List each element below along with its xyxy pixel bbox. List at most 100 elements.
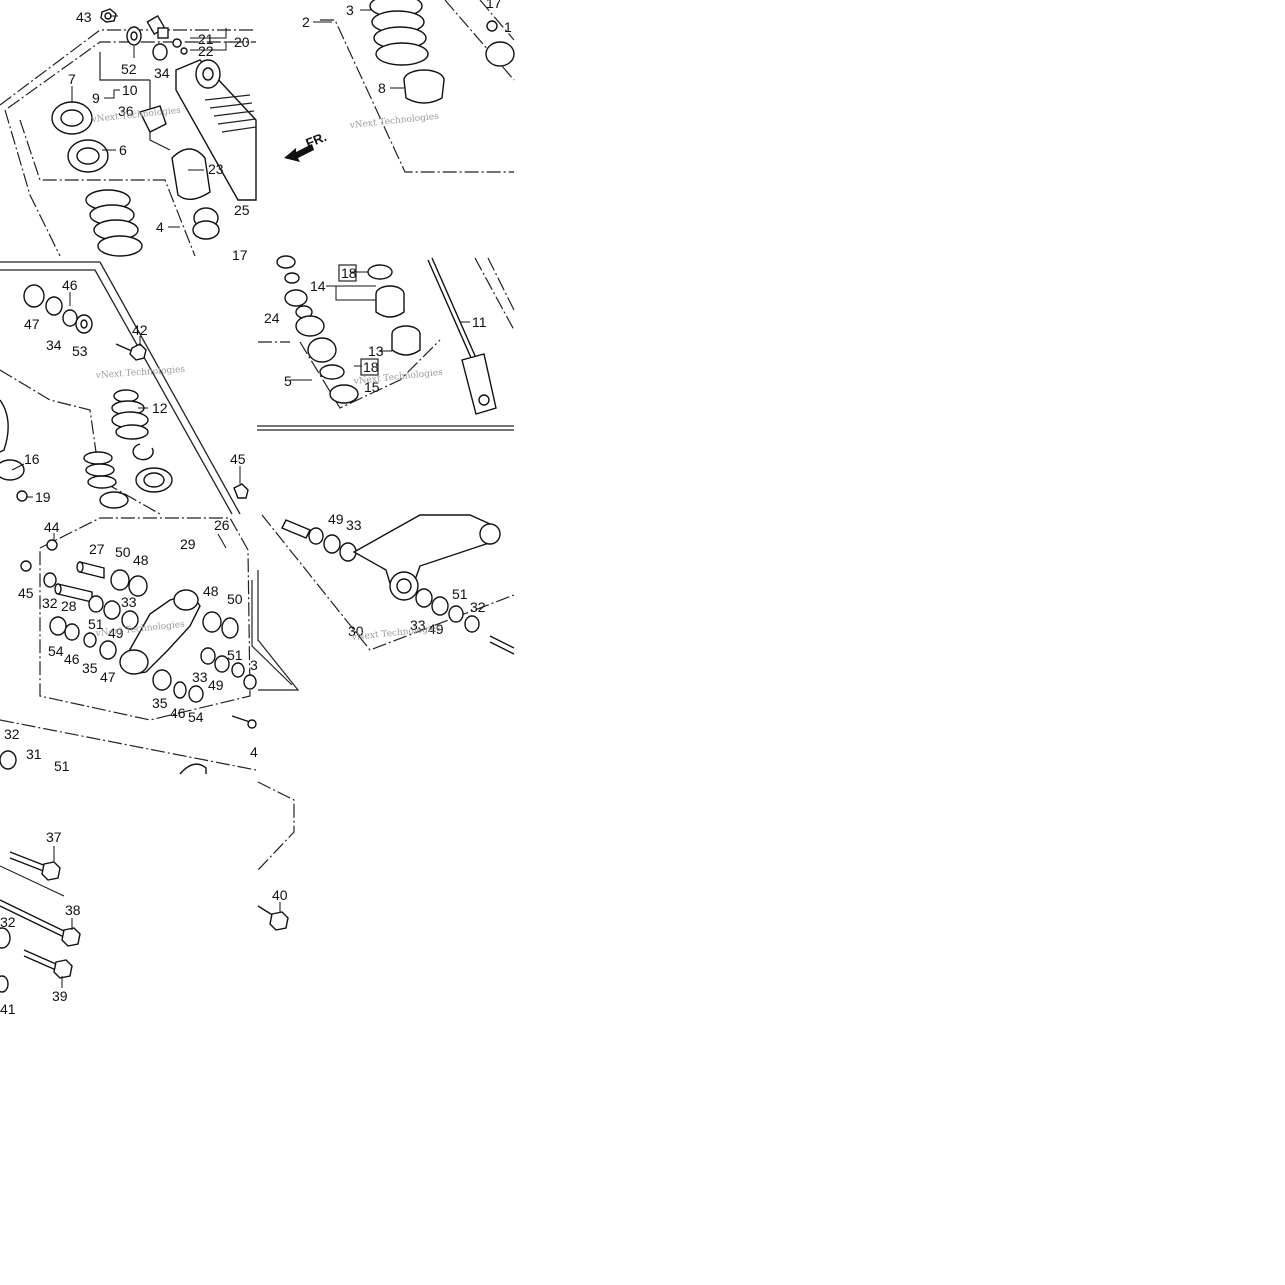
callout-32: 32 (4, 726, 20, 742)
callout-6: 6 (119, 142, 127, 158)
bushing-13 (391, 325, 421, 356)
lock-nut-6 (67, 139, 109, 173)
ring-5 (319, 364, 345, 380)
callout-46: 46 (170, 705, 186, 721)
callout-36: 36 (118, 103, 134, 119)
tile-shock-arm: 44 26 27 50 48 29 45 32 28 33 48 50 51 4… (0, 517, 300, 775)
spring-4 (85, 189, 143, 257)
callout-30: 30 (348, 623, 364, 639)
callout-19: 19 (35, 489, 51, 505)
callout-3: 3 (346, 2, 354, 18)
callout-7: 7 (68, 71, 76, 87)
callout-2: 2 (302, 14, 310, 30)
callout-48: 48 (203, 583, 219, 599)
svg-text:FR.: FR. (304, 129, 329, 151)
callout-49: 49 (428, 621, 444, 637)
callout-40: 40 (272, 887, 288, 903)
damper-rod-11 (427, 257, 497, 415)
bolt-38 (0, 899, 81, 947)
callout-17: 17 (232, 247, 248, 263)
callout-51: 51 (227, 647, 243, 663)
bolt-4 (231, 715, 257, 729)
tile-reservoir: 46 47 34 53 42 12 16 19 45 vNext Technol… (0, 261, 249, 515)
tile-damper-rod: 18 14 24 5 13 18 15 11 vNext Technologie… (257, 255, 515, 431)
callout-32: 32 (0, 914, 16, 930)
callout-10: 10 (122, 82, 138, 98)
callout-29: 29 (180, 536, 196, 552)
callout-23: 23 (208, 161, 224, 177)
callout-45: 45 (230, 451, 246, 467)
callout-34: 34 (154, 65, 170, 81)
callout-18: 18 (341, 265, 357, 281)
callout-53: 53 (72, 343, 88, 359)
collar-27 (76, 561, 105, 579)
bolt-40 (257, 905, 289, 931)
spring-3 (369, 0, 429, 66)
callout-38: 38 (65, 902, 81, 918)
callout-46: 46 (62, 277, 78, 293)
callout-33: 33 (410, 617, 426, 633)
callout-33: 33 (192, 669, 208, 685)
shock-body (175, 59, 257, 201)
tile-shock-spring: FR. 2 3 8 17 1 vNext Technologies (284, 0, 515, 173)
callout-54: 54 (188, 709, 204, 725)
rod-link-30 (352, 514, 501, 601)
callout-31: 31 (26, 746, 42, 762)
tile-rod-link: 49 33 30 33 49 51 32 vNext Technologies (261, 511, 515, 655)
watermark: vNext Technologies (348, 112, 439, 131)
collar-upper (281, 519, 357, 562)
callout-47: 47 (24, 316, 40, 332)
bushing-34 (152, 43, 168, 61)
cap-15 (329, 384, 359, 404)
ring-18 (367, 264, 393, 280)
callout-24: 24 (264, 310, 280, 326)
callout-21: 21 (198, 31, 214, 47)
callout-45: 45 (18, 585, 34, 601)
callout-35: 35 (82, 660, 98, 676)
callout-9: 9 (92, 90, 100, 106)
watermark: vNext Technologies (95, 365, 186, 381)
callout-50: 50 (115, 544, 131, 560)
bolt-37 (9, 851, 61, 881)
callout-25: 25 (234, 202, 250, 218)
collar-47 (23, 284, 93, 334)
callout-54: 54 (48, 643, 64, 659)
bolt-43 (100, 8, 117, 23)
shock-arm-29 (119, 589, 201, 675)
tile-bolt-40: 40 (257, 781, 295, 931)
callout-33: 33 (121, 594, 137, 610)
piston-stack (276, 255, 337, 363)
callout-42: 42 (132, 322, 148, 338)
callout-49: 49 (328, 511, 344, 527)
callout-13: 13 (368, 343, 384, 359)
callout-16: 16 (24, 451, 40, 467)
bellows-12 (111, 389, 149, 440)
watermark: vNext Technologies (90, 106, 181, 125)
callout-35: 35 (152, 695, 168, 711)
callout-52: 52 (121, 61, 137, 77)
callout-4: 4 (156, 219, 164, 235)
spring-16 (83, 451, 117, 489)
bump-rubber-23 (171, 148, 211, 200)
callout-12: 12 (152, 400, 168, 416)
callout-3: 3 (250, 657, 258, 673)
callout-50: 50 (227, 591, 243, 607)
bushing-14 (375, 285, 405, 318)
callout-47: 47 (100, 669, 116, 685)
callout-48: 48 (133, 552, 149, 568)
spring-seat-8 (403, 69, 445, 104)
tile-shock-upper: 43 52 34 21 20 22 7 9 10 36 6 23 25 4 17… (0, 8, 257, 263)
callout-26: 26 (214, 517, 230, 533)
callout-49: 49 (208, 677, 224, 693)
callout-28: 28 (61, 598, 77, 614)
callout-15: 15 (364, 379, 380, 395)
callout-46: 46 (64, 651, 80, 667)
collar-31 (0, 750, 207, 775)
tile-bolts: 37 38 32 39 41 (0, 829, 81, 1017)
valve-21 (146, 14, 188, 55)
bolt-long (489, 635, 515, 655)
callout-1: 1 (504, 19, 512, 35)
callout-39: 39 (52, 988, 68, 1004)
callout-44: 44 (44, 519, 60, 535)
